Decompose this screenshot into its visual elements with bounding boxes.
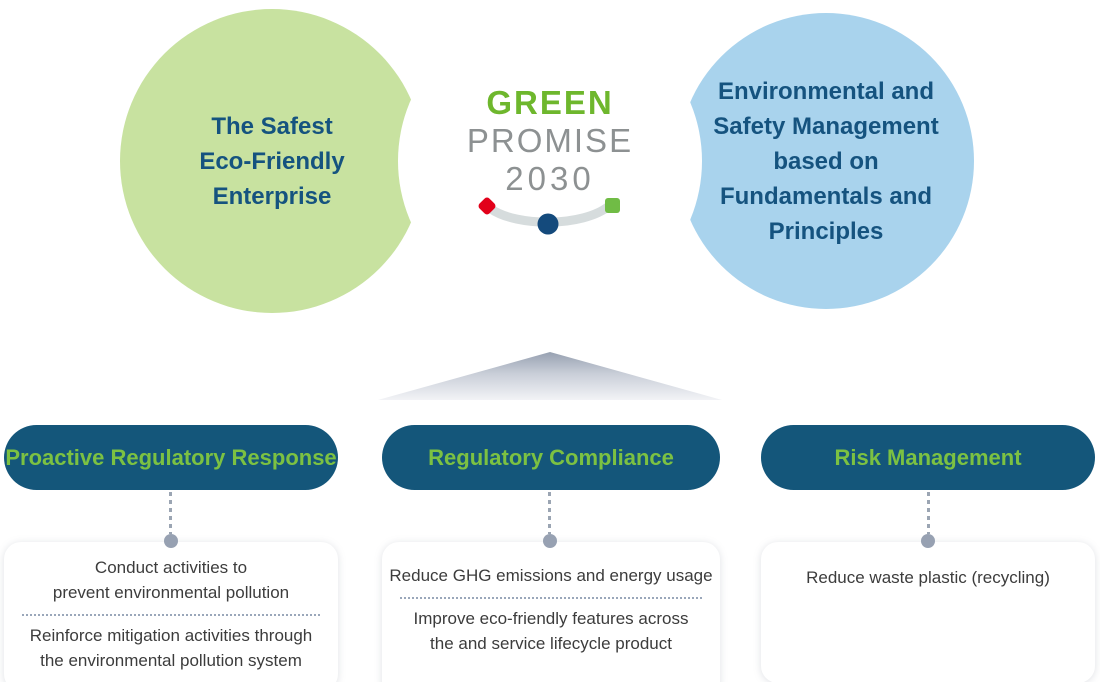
- card-divider: [400, 597, 702, 599]
- card-divider: [22, 614, 320, 616]
- logo-word-promise: PROMISE: [466, 122, 634, 159]
- pillar-connector: [927, 492, 930, 534]
- pillar-pill-risk-management: Risk Management: [761, 425, 1095, 490]
- blue-circle-text: Environmental and Safety Management base…: [678, 13, 974, 309]
- blue-circle-line: Principles: [768, 217, 884, 245]
- center-cutout-circle: [398, 9, 702, 313]
- red-diamond-marker: [478, 197, 496, 215]
- pillar-card-proactive-regulatory-response: Conduct activities to prevent environmen…: [4, 542, 338, 682]
- connector-dot: [921, 534, 935, 548]
- direction-triangle: [378, 352, 722, 400]
- card-line: Conduct activities to: [94, 558, 248, 577]
- blue-circle-line: Fundamentals and: [719, 182, 933, 210]
- green-circle-line: Enterprise: [212, 182, 332, 210]
- blue-circle-line: based on: [773, 147, 879, 175]
- card-line: Reduce GHG emissions and energy usage: [389, 566, 713, 585]
- pillar-title: Risk Management: [834, 444, 1022, 470]
- green-circle: [120, 9, 424, 313]
- pillar-connector: [548, 492, 551, 534]
- logo-word-green: GREEN: [486, 84, 614, 121]
- card-line: Reinforce mitigation activities through: [29, 626, 313, 645]
- pillar-pill-regulatory-compliance: Regulatory Compliance: [382, 425, 720, 490]
- connector-dot: [543, 534, 557, 548]
- green-circle-line: Eco-Friendly: [199, 147, 345, 175]
- pillar-card-risk-management: Reduce waste plastic (recycling): [761, 542, 1095, 682]
- pillar-pill-proactive-regulatory-response: Proactive Regulatory Response: [4, 425, 338, 490]
- green-circle-line: The Safest: [211, 112, 333, 140]
- pillar-connector: [169, 492, 172, 534]
- green-circle-text: The Safest Eco-Friendly Enterprise: [120, 9, 424, 313]
- blue-circle-line: Environmental and: [717, 77, 935, 105]
- logo-word-2030: 2030: [505, 160, 595, 197]
- card-line: prevent environmental pollution: [52, 583, 290, 602]
- green-square-marker: [605, 198, 620, 213]
- green-promise-logo: GREEN PROMISE 2030: [430, 84, 670, 198]
- card-line: the and service lifecycle product: [430, 634, 672, 653]
- connector-dot: [164, 534, 178, 548]
- pillar-title: Proactive Regulatory Response: [5, 444, 337, 470]
- pillar-title: Regulatory Compliance: [428, 444, 674, 470]
- promise-arc: [478, 197, 620, 235]
- blue-circle-line: Safety Management: [713, 112, 939, 140]
- navy-dot-marker: [537, 213, 559, 235]
- pillar-card-regulatory-compliance: Reduce GHG emissions and energy usage Im…: [382, 542, 720, 682]
- blue-circle: [678, 13, 974, 309]
- card-line: Reduce waste plastic (recycling): [806, 568, 1050, 587]
- card-line: the environmental pollution system: [40, 651, 302, 670]
- card-line: Improve eco-friendly features across: [413, 609, 689, 628]
